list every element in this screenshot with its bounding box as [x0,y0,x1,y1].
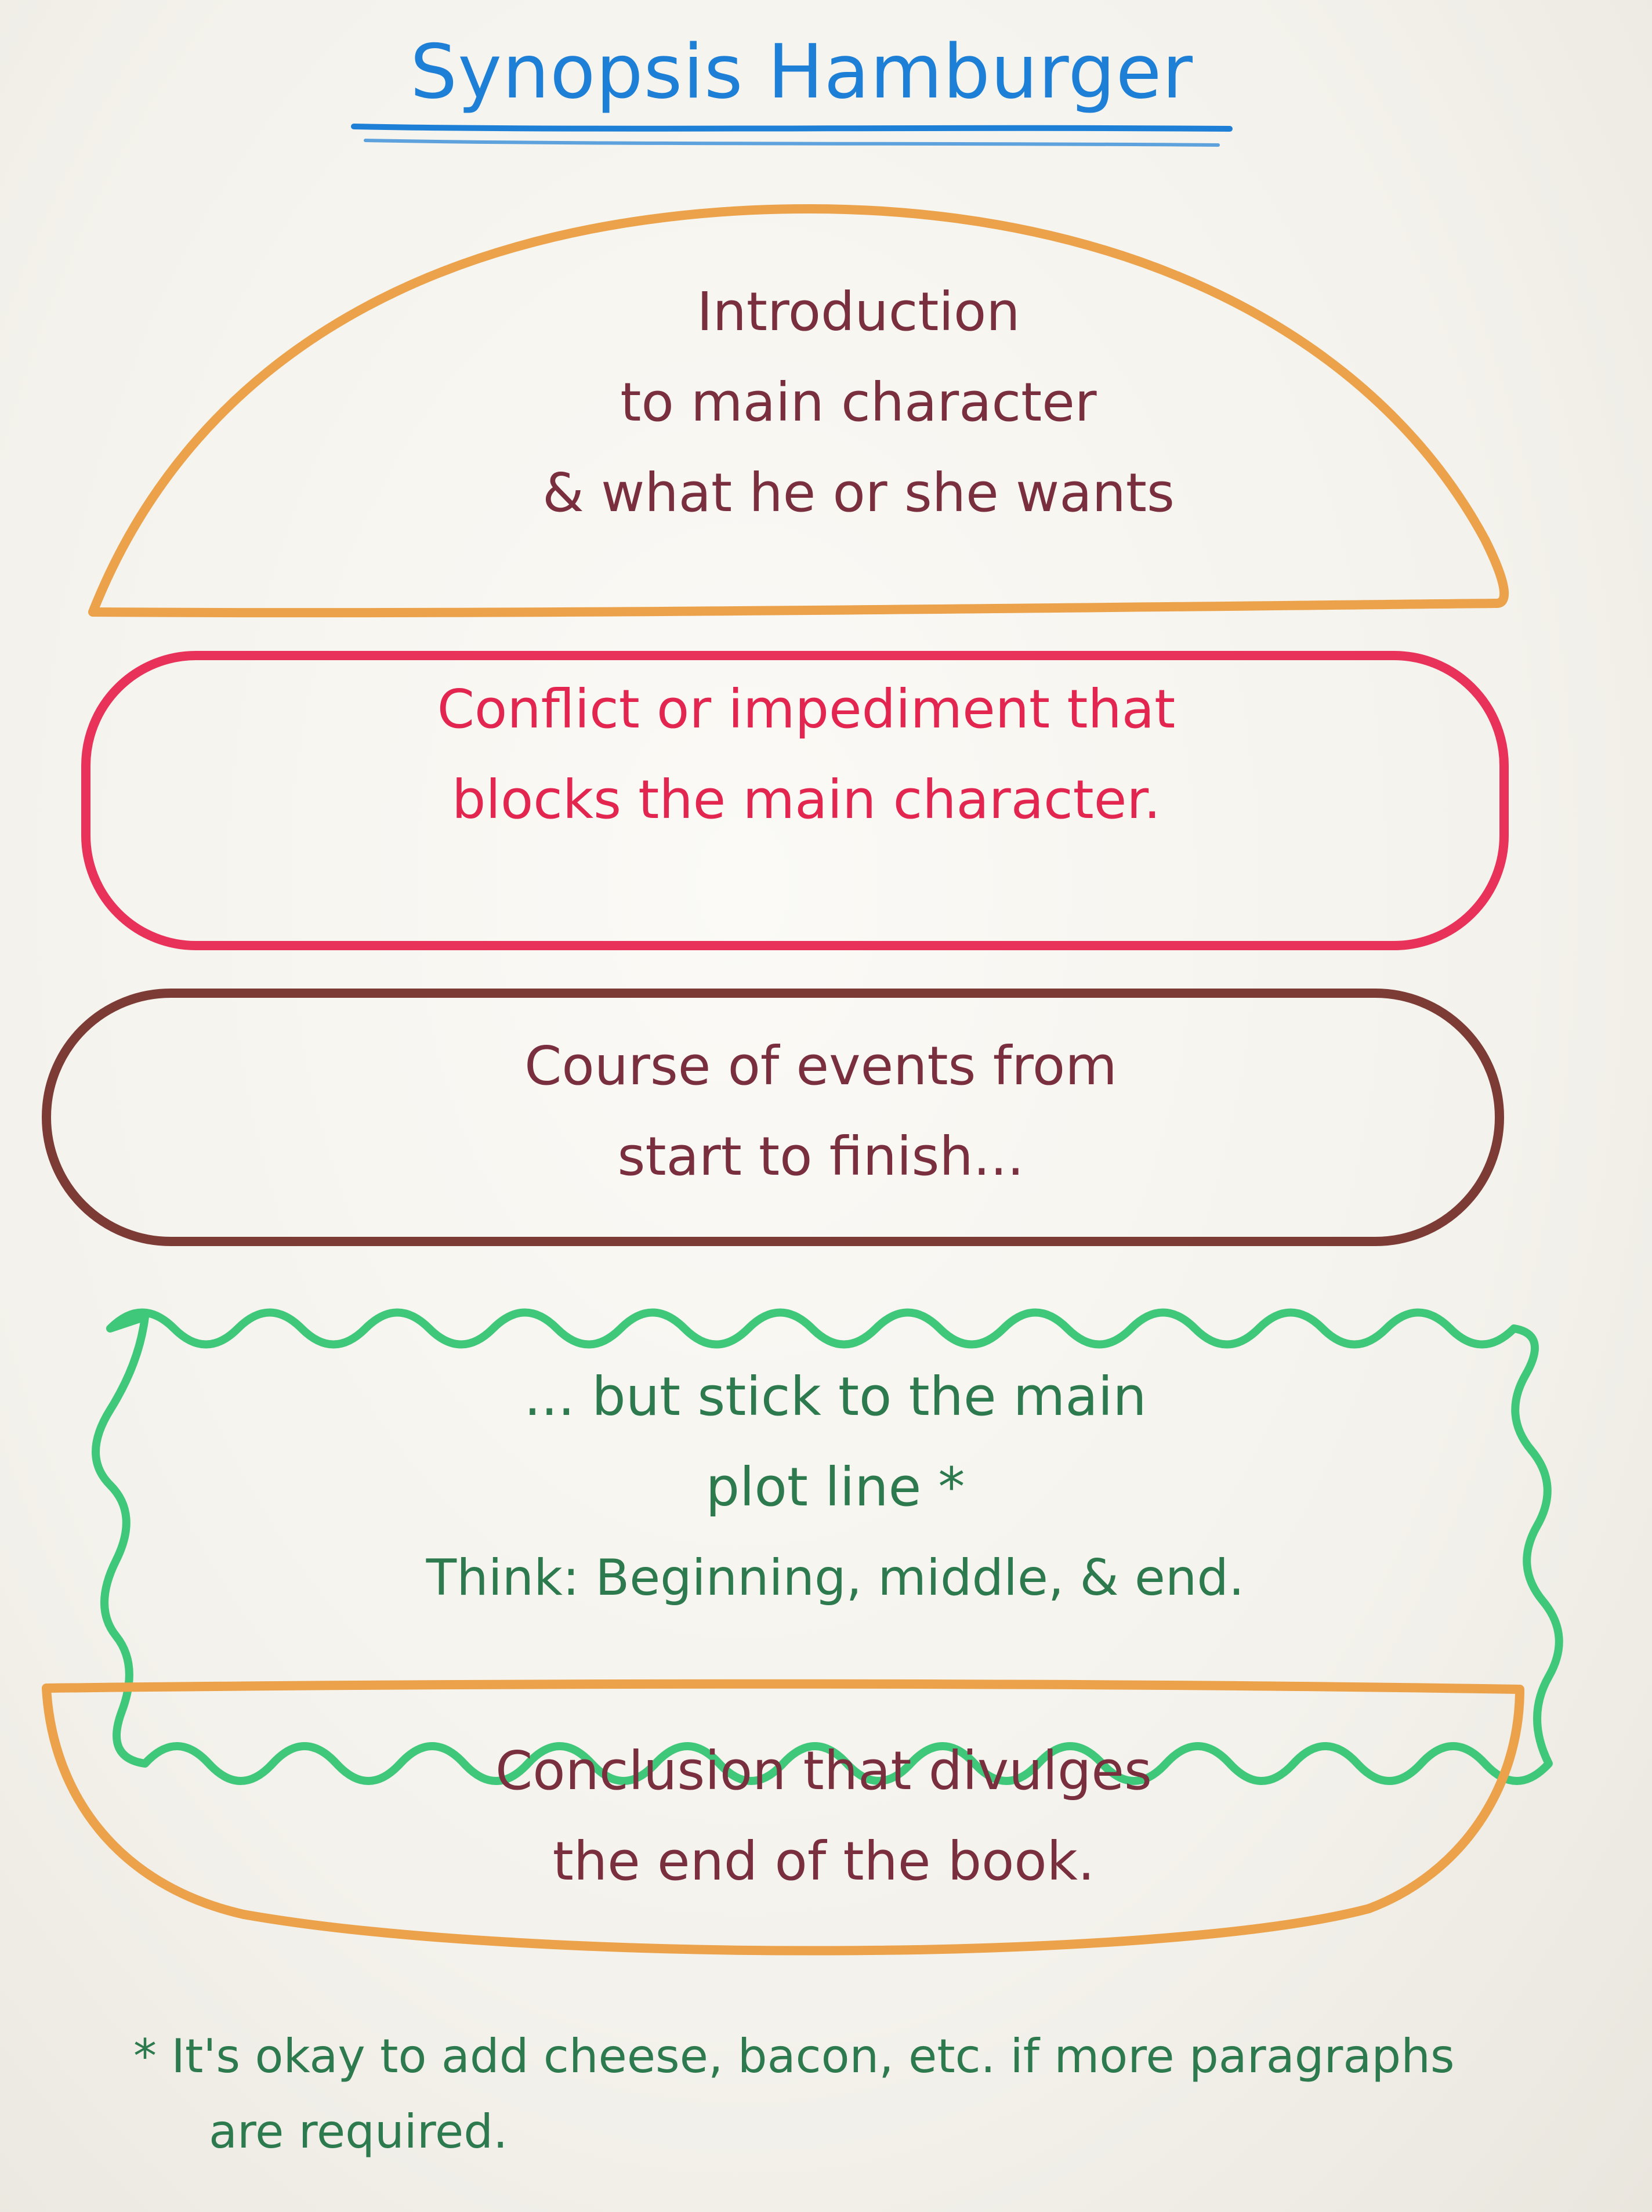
title-underline-2 [364,139,1220,147]
lettuce-line-3: Think: Beginning, middle, & end. [426,1549,1245,1607]
cheese-line-1: Conflict or impediment that [437,678,1176,740]
lettuce-layer-text: ... but stick to the main plot line * Th… [426,1352,1245,1623]
footnote-line-2: are required. [209,2105,508,2159]
patty-layer-outline [42,989,1504,1246]
bottom-bun-text: Conclusion that divulges the end of the … [495,1726,1152,1907]
cheese-layer-outline [81,651,1509,950]
cheese-layer-text: Conflict or impediment that blocks the m… [437,664,1175,845]
lettuce-layer-outline [92,1308,1563,1785]
lettuce-line-2: plot line * [705,1456,965,1518]
top-bun-text: Introduction to main character & what he… [542,267,1175,538]
patty-layer-text: Course of events from start to finish... [524,1021,1117,1202]
page-title: Synopsis Hamburger [410,29,1194,115]
top-bun-line-1: Introduction [697,281,1020,343]
footnote: * It's okay to add cheese, bacon, etc. i… [133,2019,1455,2170]
top-bun-outline [88,204,1509,618]
top-bun-line-3: & what he or she wants [542,462,1175,524]
patty-line-1: Course of events from [524,1035,1117,1097]
bottom-bun-line-1: Conclusion that divulges [495,1740,1152,1802]
title-underline [351,124,1233,132]
top-bun-line-2: to main character [620,371,1097,433]
cheese-line-2: blocks the main character. [452,769,1161,831]
bottom-bun-outline [42,1679,1524,1956]
patty-line-2: start to finish... [617,1125,1024,1188]
bottom-bun-line-2: the end of the book. [552,1830,1095,1892]
lettuce-line-1: ... but stick to the main [524,1366,1147,1428]
footnote-line-1: * It's okay to add cheese, bacon, etc. i… [133,2029,1455,2083]
